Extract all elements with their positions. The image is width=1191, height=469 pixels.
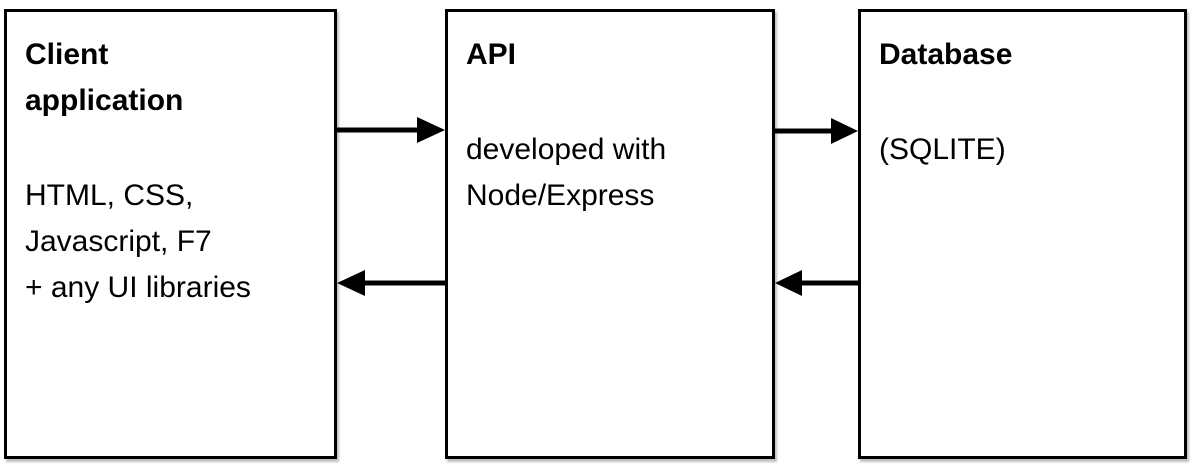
database-title: Database	[879, 38, 1013, 71]
api-title: API	[466, 38, 517, 71]
arrow-api-to-client-icon	[337, 270, 445, 296]
api-box: API developed with Node/Express	[445, 9, 775, 459]
arrow-client-to-api-icon	[337, 117, 445, 143]
client-application-title: Client application	[25, 38, 184, 117]
arrow-api-to-db-icon	[775, 118, 858, 144]
api-body: developed with Node/Express	[466, 133, 667, 212]
arrow-db-to-api-icon	[775, 270, 858, 296]
database-body: (SQLITE)	[879, 133, 1006, 166]
database-box: Database (SQLITE)	[858, 9, 1187, 459]
client-application-body: HTML, CSS, Javascript, F7 + any UI libra…	[25, 179, 251, 304]
client-application-box: Client application HTML, CSS, Javascript…	[4, 9, 337, 459]
